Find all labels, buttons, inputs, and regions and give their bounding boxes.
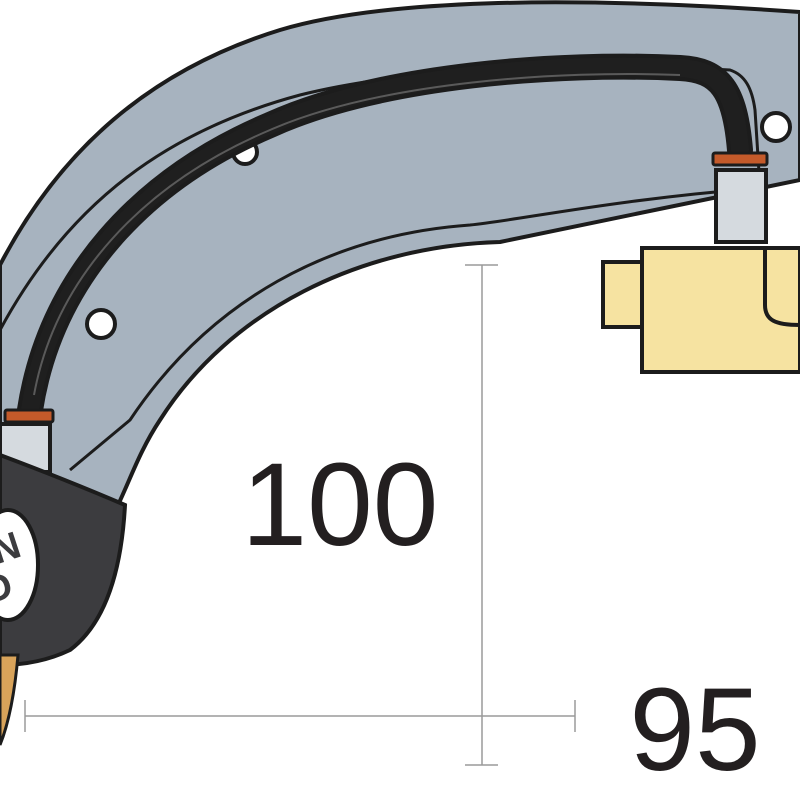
block-slot (763, 248, 800, 327)
copper-ring-left (3, 408, 55, 424)
arm-hole-left (85, 308, 117, 340)
arm-hole-right (760, 111, 792, 143)
fitting-body-right (714, 168, 768, 244)
brass-block (601, 246, 800, 374)
dimension-lines (24, 264, 576, 766)
arm-inner-contour (0, 64, 762, 472)
block-body (640, 246, 800, 374)
cooling-hose (21, 57, 749, 419)
copper-ring-right (711, 151, 769, 167)
hose-fitting-right (711, 151, 769, 244)
electrode-housing (0, 452, 128, 668)
horizontal-dimension-label: 95 (629, 664, 760, 796)
cooling-hose-highlight (33, 72, 681, 396)
electrode-tip (0, 653, 20, 746)
upper-arm (0, 0, 800, 542)
housing-badge: N D (0, 508, 40, 622)
vertical-dimension-label: 100 (242, 439, 439, 571)
badge-oval (0, 508, 40, 622)
